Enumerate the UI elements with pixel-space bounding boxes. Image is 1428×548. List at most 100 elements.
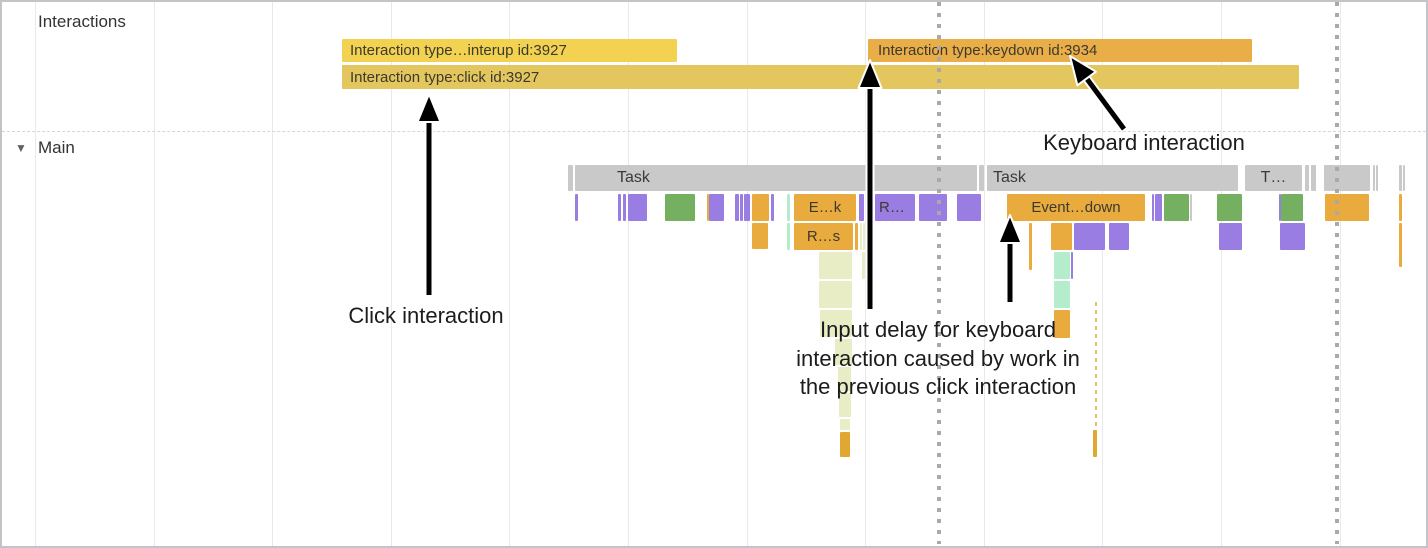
annotation-arrow-event-down <box>997 214 1023 302</box>
task-bar[interactable] <box>1373 165 1375 191</box>
flame-bar[interactable] <box>859 194 864 221</box>
flame-bar[interactable] <box>1325 194 1369 221</box>
flame-bar[interactable] <box>863 223 865 250</box>
annotation-input-delay-line: Input delay for keyboard <box>819 317 1057 342</box>
flame-bar[interactable] <box>1109 223 1129 250</box>
flame-bar[interactable] <box>665 194 695 221</box>
flame-bar[interactable] <box>752 223 768 249</box>
flame-bar[interactable] <box>740 194 743 221</box>
flame-bar[interactable] <box>735 194 739 221</box>
collapse-triangle-icon[interactable]: ▼ <box>15 141 27 155</box>
collapsed-stack-tail <box>1095 302 1097 428</box>
annotation-keyboard-interaction-line: Keyboard interaction <box>1043 130 1245 155</box>
flame-bar[interactable] <box>860 223 862 250</box>
flame-bar[interactable]: Event…down <box>1007 194 1145 221</box>
flame-bar[interactable] <box>1074 223 1105 250</box>
flame-bar[interactable] <box>575 194 578 221</box>
flame-bar[interactable] <box>1051 223 1072 250</box>
flame-bar[interactable] <box>752 194 769 221</box>
grid-line <box>984 2 985 546</box>
annotation-input-delay-line: the previous click interaction <box>799 374 1077 399</box>
flame-bar[interactable]: R… <box>875 194 915 221</box>
grid-line <box>35 2 36 546</box>
flame-bar[interactable] <box>1399 223 1402 267</box>
flame-bar[interactable]: E…k <box>794 194 856 221</box>
task-bar[interactable] <box>1311 165 1316 191</box>
flame-bar[interactable] <box>1093 430 1097 457</box>
flame-bar[interactable] <box>1399 194 1402 221</box>
flame-bar[interactable] <box>840 419 850 430</box>
flame-bar[interactable] <box>628 194 647 221</box>
grid-line <box>509 2 510 546</box>
flame-bar[interactable] <box>1164 194 1189 221</box>
task-bar[interactable] <box>1305 165 1309 191</box>
flame-bar[interactable] <box>1029 223 1032 270</box>
annotation-arrow-keyboard <box>1069 55 1128 132</box>
flame-bar[interactable] <box>709 194 724 221</box>
task-bar[interactable] <box>1403 165 1405 191</box>
task-bar[interactable] <box>1399 165 1402 191</box>
flame-bar[interactable] <box>1217 194 1242 221</box>
interaction-bar-keydown[interactable]: Interaction type:keydown id:3934 <box>868 39 1252 62</box>
flame-bar[interactable] <box>855 223 858 250</box>
annotation-arrow-click <box>416 93 442 295</box>
flame-bar[interactable] <box>819 281 852 308</box>
grid-line <box>154 2 155 546</box>
annotation-click-interaction: Click interaction <box>348 302 503 331</box>
task-bar[interactable] <box>979 165 984 191</box>
task-bar[interactable]: Task <box>987 165 1238 191</box>
flame-bar[interactable] <box>862 252 865 279</box>
flame-bar[interactable] <box>1071 252 1073 279</box>
grid-line <box>1340 2 1341 546</box>
task-bar[interactable] <box>568 165 573 191</box>
flame-bar[interactable] <box>1155 194 1162 221</box>
flame-bar[interactable] <box>1054 252 1070 279</box>
flame-bar[interactable] <box>771 194 774 221</box>
flame-bar[interactable] <box>838 367 851 391</box>
flame-bar[interactable] <box>707 194 709 221</box>
interaction-bar-click[interactable]: Interaction type:click id:3927 <box>342 65 1299 89</box>
flame-bar[interactable] <box>839 393 851 417</box>
flame-bar[interactable] <box>1280 223 1305 250</box>
annotation-arrow-input-delay <box>857 59 883 309</box>
flame-bar[interactable] <box>840 432 850 457</box>
task-bar[interactable] <box>1324 165 1370 191</box>
flame-bar[interactable] <box>820 310 852 337</box>
flame-bar[interactable] <box>835 339 852 365</box>
flame-bar[interactable] <box>1279 194 1281 221</box>
task-bar[interactable]: T… <box>1245 165 1302 191</box>
dotted-marker-line <box>937 2 941 544</box>
task-bar[interactable]: Task <box>575 165 977 191</box>
flame-bar[interactable] <box>1219 223 1242 250</box>
flame-bar[interactable] <box>787 223 790 250</box>
flame-bar[interactable] <box>1054 310 1070 338</box>
grid-line <box>628 2 629 546</box>
track-separator <box>2 131 1426 132</box>
grid-line <box>1221 2 1222 546</box>
flame-bar[interactable] <box>1190 194 1192 221</box>
flame-bar[interactable] <box>623 194 626 221</box>
interaction-bar-interup[interactable]: Interaction type…interup id:3927 <box>342 39 677 62</box>
flame-bar[interactable] <box>744 194 750 221</box>
flame-bar[interactable] <box>957 194 981 221</box>
flame-bar[interactable] <box>1281 194 1303 221</box>
flame-bar[interactable]: R…s <box>794 223 853 250</box>
flame-bar[interactable] <box>618 194 621 221</box>
flame-bar[interactable] <box>1054 281 1070 308</box>
task-bar[interactable] <box>1376 165 1378 191</box>
grid-line <box>747 2 748 546</box>
flame-bar[interactable] <box>919 194 947 221</box>
annotation-keyboard-interaction: Keyboard interaction <box>1043 129 1245 158</box>
dotted-marker-line <box>1335 2 1339 544</box>
grid-line <box>1102 2 1103 546</box>
grid-line <box>272 2 273 546</box>
flame-bar[interactable] <box>819 252 852 279</box>
flame-bar[interactable] <box>1152 194 1154 221</box>
flame-bar[interactable] <box>787 194 790 221</box>
